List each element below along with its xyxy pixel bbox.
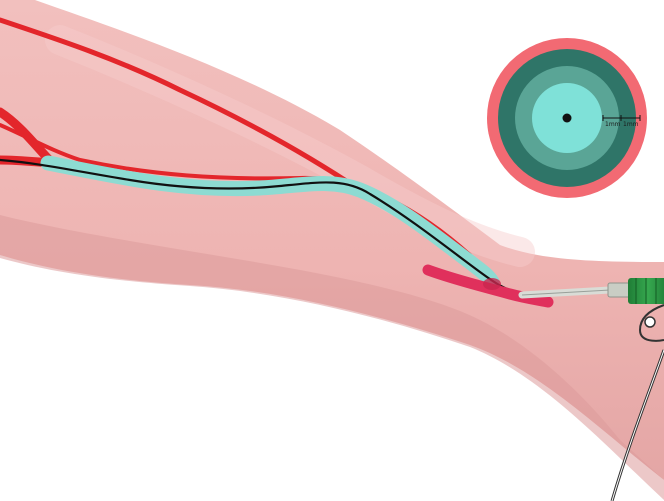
- cross-section-diagram: 1mm 1mm: [487, 38, 647, 198]
- puncture-site: [483, 278, 501, 290]
- scale-label-right: 1mm: [623, 121, 639, 128]
- center-dot: [563, 114, 572, 123]
- scale-label-left: 1mm: [605, 121, 621, 128]
